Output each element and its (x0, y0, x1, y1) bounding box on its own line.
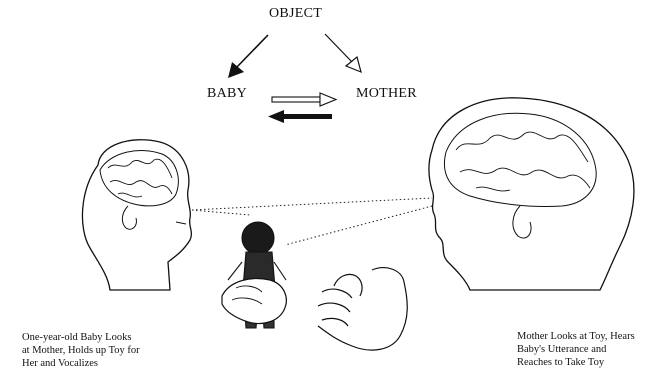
node-mother-label: MOTHER (356, 86, 417, 102)
gaze-lines (192, 198, 432, 245)
baby-hand-illustration (222, 279, 286, 324)
baby-caption-line-2: at Mother, Holds up Toy for (22, 344, 140, 357)
mother-head-illustration (429, 98, 634, 290)
baby-caption-line-1: One-year-old Baby Looks (22, 331, 140, 344)
mother-hand-illustration (318, 268, 407, 350)
arrow-object-to-baby (228, 35, 268, 78)
arrow-object-to-mother (325, 34, 361, 72)
node-baby-label: BABY (207, 86, 247, 102)
mother-caption-line-3: Reaches to Take Toy (517, 356, 635, 369)
baby-caption-line-3: Her and Vocalizes (22, 357, 140, 370)
baby-caption: One-year-old Baby Looks at Mother, Holds… (22, 331, 140, 370)
arrow-baby-to-mother (272, 93, 336, 106)
arrow-mother-to-baby (268, 110, 332, 123)
node-object-label: OBJECT (269, 6, 322, 22)
baby-head-illustration (82, 140, 191, 290)
mother-caption-line-1: Mother Looks at Toy, Hears (517, 330, 635, 343)
mother-caption-line-2: Baby's Utterance and (517, 343, 635, 356)
mother-caption: Mother Looks at Toy, Hears Baby's Uttera… (517, 330, 635, 369)
